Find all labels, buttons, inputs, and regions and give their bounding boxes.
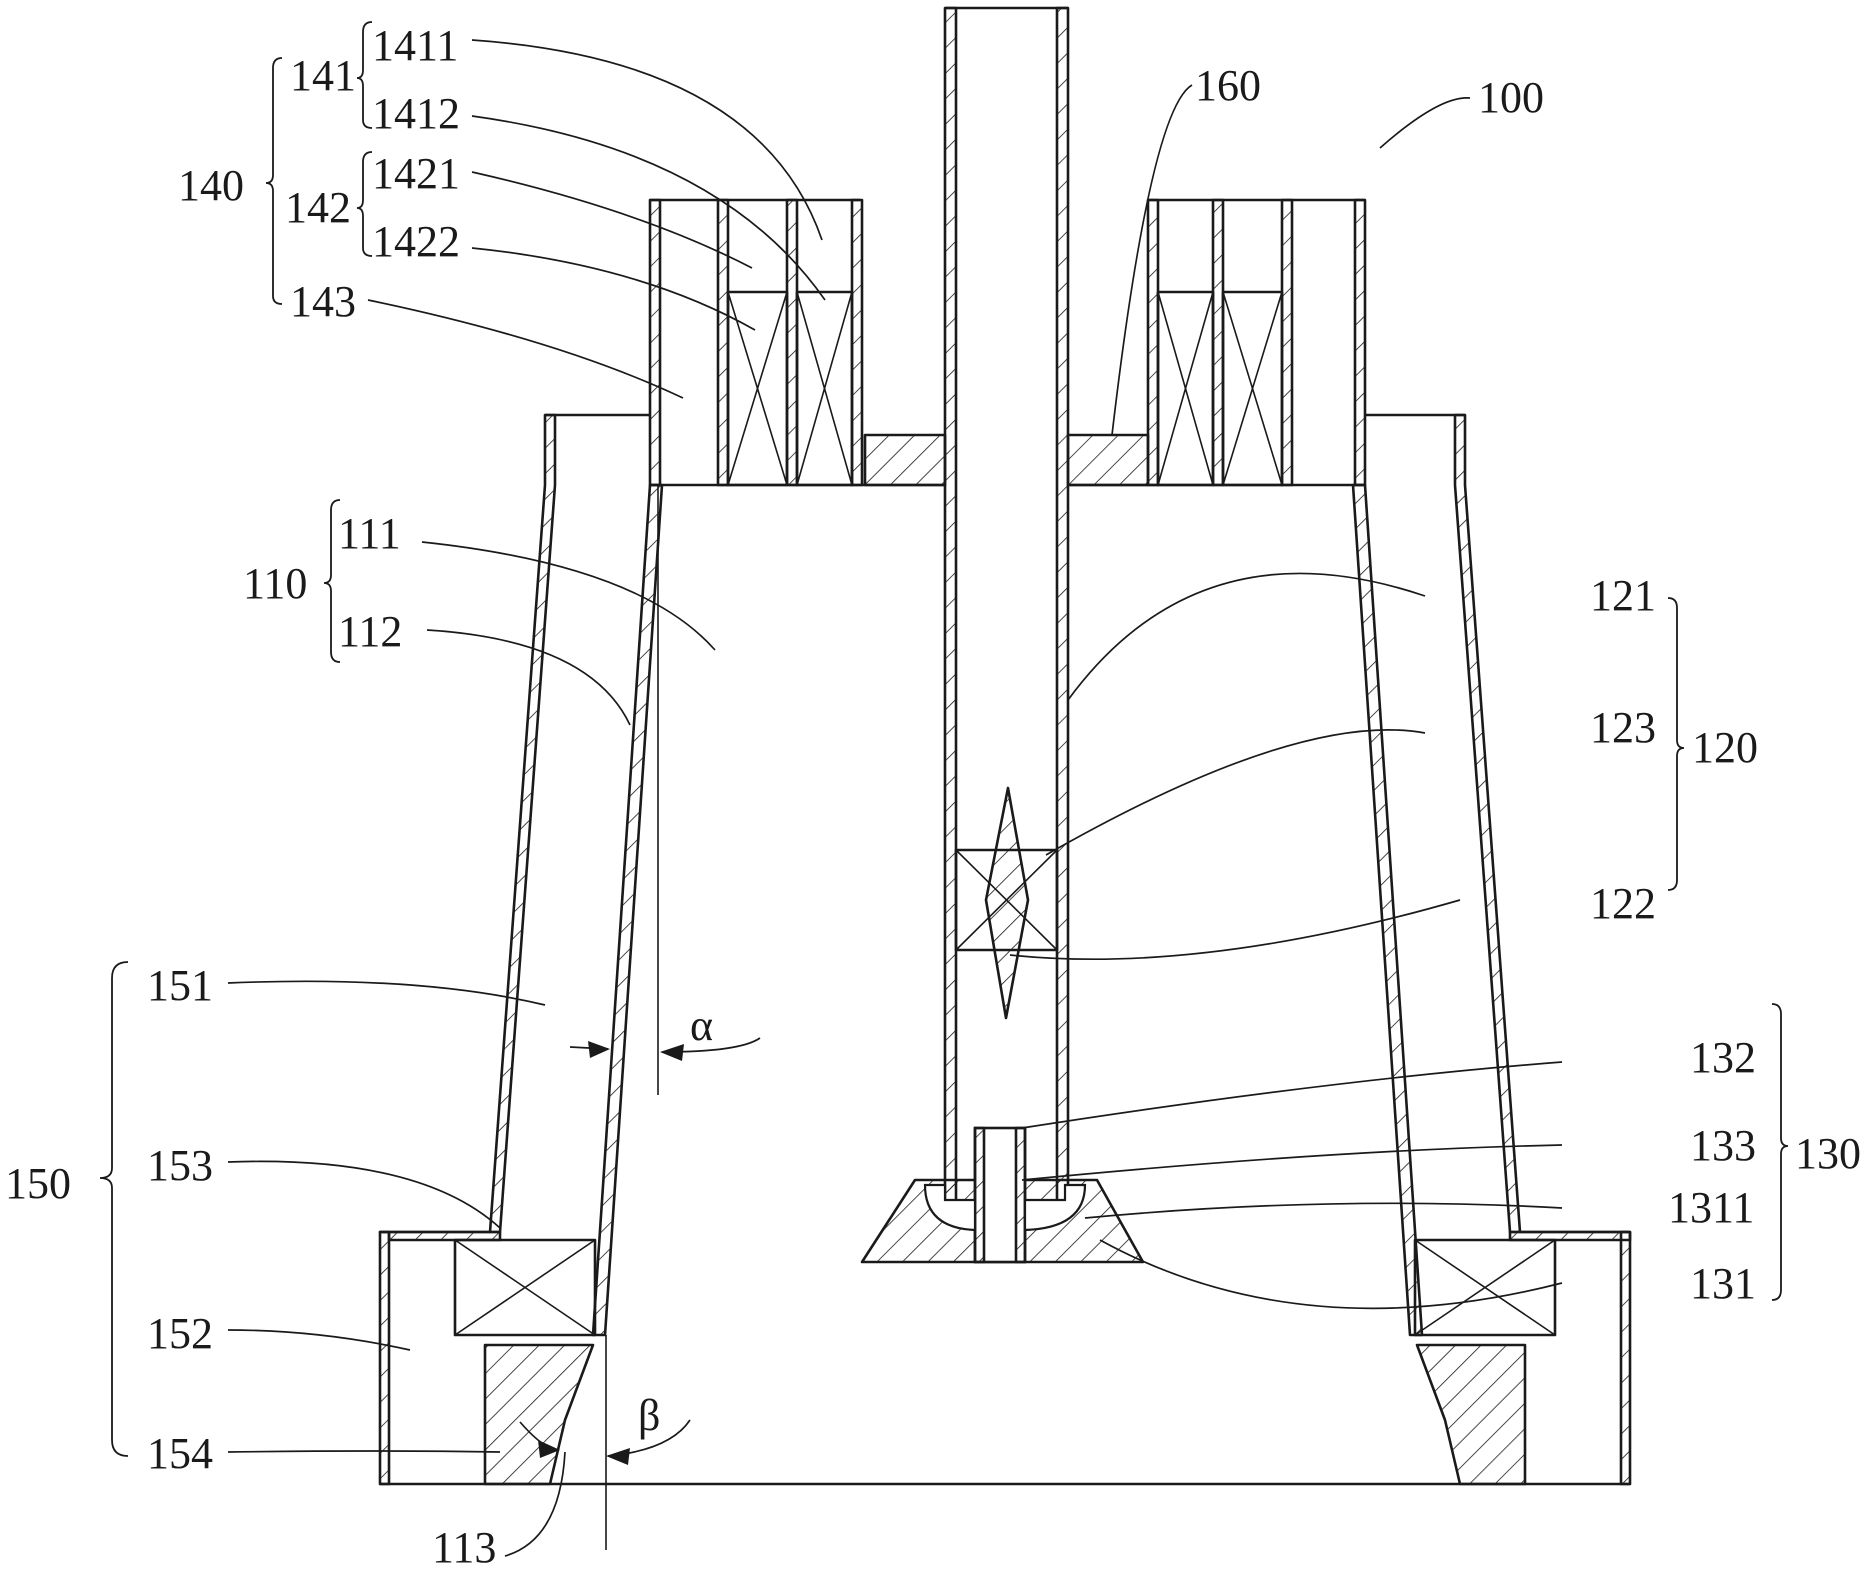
top-flange	[865, 435, 1148, 485]
label-131: 131	[1690, 1259, 1756, 1308]
label-141: 141	[290, 51, 356, 100]
label-1411: 1411	[372, 21, 458, 70]
label-152: 152	[147, 1309, 213, 1358]
inner-swirler	[956, 788, 1057, 1018]
right-bottom-chamber	[1415, 1232, 1630, 1484]
brace-142	[357, 152, 372, 256]
label-123: 123	[1590, 703, 1656, 752]
label-1421: 1421	[372, 149, 460, 198]
label-151: 151	[147, 961, 213, 1010]
label-1422: 1422	[372, 217, 460, 266]
label-111: 111	[338, 509, 401, 558]
label-142: 142	[285, 183, 351, 232]
alpha-angle-indicator	[570, 1038, 760, 1061]
label-143: 143	[290, 277, 356, 326]
label-112: 112	[338, 607, 402, 656]
central-fuel-tube	[945, 8, 1068, 1208]
alpha-arrow-left	[588, 1041, 610, 1058]
label-160: 160	[1195, 61, 1261, 110]
brace-140	[266, 58, 282, 304]
label-154: 154	[147, 1429, 213, 1478]
label-122: 122	[1590, 879, 1656, 928]
beta-arrow-right	[606, 1448, 630, 1465]
label-140: 140	[178, 161, 244, 210]
brace-130	[1772, 1004, 1788, 1300]
label-alpha: α	[690, 1001, 713, 1050]
label-1311: 1311	[1668, 1183, 1754, 1232]
label-121: 121	[1590, 571, 1656, 620]
reference-labels: 1411 141 1412 1421 140 142 1422 143 160 …	[5, 21, 1861, 1570]
label-120: 120	[1692, 723, 1758, 772]
right-tapered-walls	[1353, 415, 1520, 1335]
alpha-arrow-right	[660, 1044, 684, 1061]
label-130: 130	[1795, 1129, 1861, 1178]
nozzle-assembly	[862, 1128, 1143, 1262]
label-133: 133	[1690, 1121, 1756, 1170]
label-150: 150	[5, 1159, 71, 1208]
brace-141	[357, 22, 372, 128]
label-100: 100	[1478, 73, 1544, 122]
label-153: 153	[147, 1141, 213, 1190]
left-tapered-walls	[490, 415, 662, 1335]
label-113: 113	[432, 1523, 496, 1570]
brace-150	[100, 962, 128, 1456]
left-bottom-chamber	[380, 1232, 606, 1550]
label-beta: β	[638, 1391, 660, 1440]
label-1412: 1412	[372, 89, 460, 138]
label-110: 110	[243, 559, 307, 608]
label-132: 132	[1690, 1033, 1756, 1082]
brace-120	[1668, 598, 1684, 890]
